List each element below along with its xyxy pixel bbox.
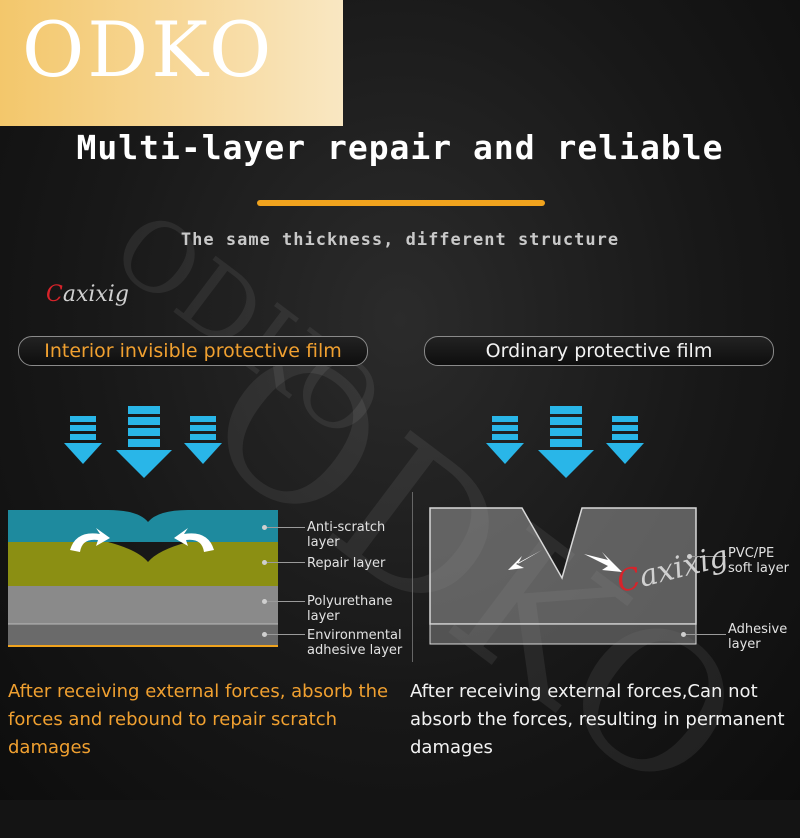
adhesive-layer <box>429 623 697 645</box>
label-adhesive: Adhesive layer <box>728 622 788 652</box>
page-subtitle: The same thickness, different structure <box>180 230 620 250</box>
title-underline <box>257 200 545 206</box>
deflect-arrow-right <box>584 552 622 572</box>
interior-film-diagram <box>8 510 278 647</box>
rebound-arrow-right <box>174 528 214 552</box>
label-interior-film: Interior invisible protective film <box>18 336 368 366</box>
adhesive-leader <box>684 634 726 635</box>
deflect-arrow-left <box>508 550 542 570</box>
brand-logo: ODKO <box>22 5 275 94</box>
repair-leader <box>265 562 305 563</box>
environmental-adhesive-layer <box>8 624 278 646</box>
repair-dot <box>262 560 267 565</box>
label-pvc-pe: PVC/PE soft layer <box>728 546 789 576</box>
pvc-leader <box>690 556 726 557</box>
signature-top: Caxixig <box>46 282 129 307</box>
pressure-arrows-left <box>64 406 222 478</box>
anti-scratch-leader <box>265 527 305 528</box>
anti-scratch-layer <box>8 510 278 542</box>
adhesive-dot <box>681 632 686 637</box>
pressure-arrows-right <box>486 406 644 478</box>
label-anti-scratch: Anti-scratch layer <box>307 520 386 550</box>
label-environmental-adhesive: Environmental adhesive layer <box>307 628 403 658</box>
polyurethane-dot <box>262 599 267 604</box>
description-interior: After receiving external forces, absorb … <box>8 681 389 758</box>
background <box>0 0 800 800</box>
polyurethane-leader <box>265 601 305 602</box>
repair-layer <box>8 542 278 586</box>
page-title: Multi-layer repair and reliable <box>76 128 724 167</box>
brand-banner: ODKO <box>0 0 343 126</box>
anti-scratch-dot <box>262 525 267 530</box>
panel-divider <box>412 492 413 662</box>
rebound-arrow-left <box>70 528 110 552</box>
label-polyurethane: Polyurethane layer <box>307 594 393 624</box>
label-repair: Repair layer <box>307 556 386 571</box>
adhesive-env-dot <box>262 632 267 637</box>
polyurethane-layer <box>8 586 278 624</box>
adhesive-env-leader <box>265 634 305 635</box>
pvc-dot <box>687 554 692 559</box>
ordinary-film-diagram <box>429 507 697 645</box>
label-ordinary-film: Ordinary protective film <box>424 336 774 366</box>
description-ordinary: After receiving external forces,Can not … <box>410 681 785 758</box>
